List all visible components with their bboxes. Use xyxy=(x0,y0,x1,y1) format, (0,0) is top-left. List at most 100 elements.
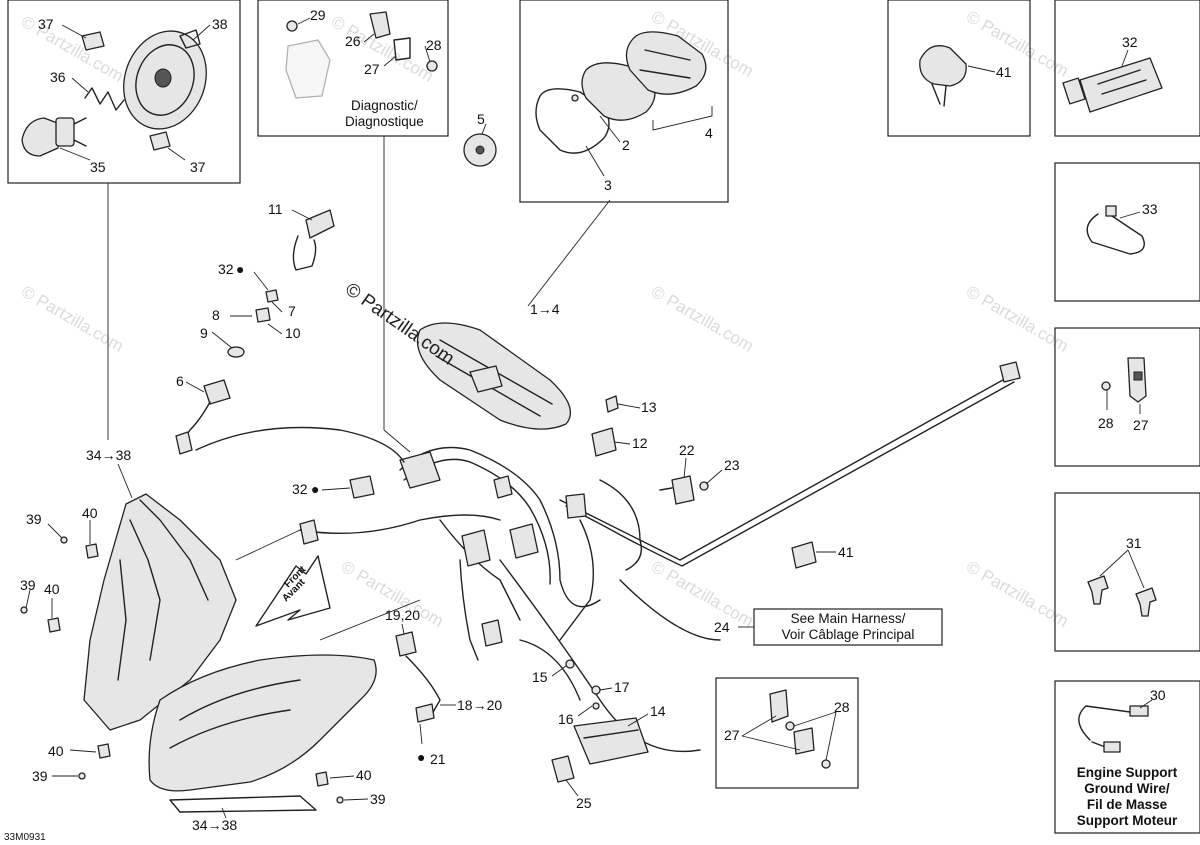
temperature-sensor xyxy=(659,475,709,505)
callout-8: 8 xyxy=(212,307,220,323)
callout-22: 22 xyxy=(679,442,695,458)
main-wiring-harness xyxy=(195,361,1021,753)
callout-16: 16 xyxy=(558,711,574,727)
callout-27: 27 xyxy=(1133,417,1149,433)
callout-2: 2 xyxy=(622,137,630,153)
grease-tube xyxy=(1062,57,1163,113)
support-bracket xyxy=(769,689,831,769)
harness-clip xyxy=(791,541,817,569)
callout-32: 32 xyxy=(218,261,234,277)
callout-10: 10 xyxy=(285,325,301,341)
oil-drop-icon: ● xyxy=(311,481,319,497)
diagnostic-note-line2: Diagnostique xyxy=(345,114,424,129)
callout-14: 14 xyxy=(650,703,666,719)
watermark: © Partzilla.com xyxy=(648,282,757,356)
callout-31: 31 xyxy=(1126,535,1142,551)
instrument-cluster xyxy=(416,322,571,430)
oil-drop-icon: ● xyxy=(417,749,425,765)
ground-wire-note-line3: Fil de Masse xyxy=(1087,797,1168,812)
ground-wire-note-line1: Engine Support xyxy=(1077,765,1178,780)
callout-27: 27 xyxy=(364,61,380,77)
bulb-spring-clip xyxy=(84,87,125,111)
callout-6: 6 xyxy=(176,373,184,389)
callout-7: 7 xyxy=(288,303,296,319)
diagnostic-note-line1: Diagnostic/ xyxy=(351,98,418,113)
callout-34-to-38: 34→38 xyxy=(192,817,237,833)
callout-12: 12 xyxy=(632,435,648,451)
voltage-regulator xyxy=(551,659,649,783)
callout-41: 41 xyxy=(838,544,854,560)
callout-5: 5 xyxy=(477,111,485,127)
callout-39: 39 xyxy=(370,791,386,807)
right-headlight-housing xyxy=(148,654,377,813)
headlight-reflector xyxy=(123,29,207,130)
left-headlight-housing xyxy=(83,493,237,731)
callout-17: 17 xyxy=(614,679,630,695)
clip-41-inset xyxy=(887,0,1031,137)
push-rivet-inset xyxy=(1054,492,1200,652)
oil-drop-icon: ● xyxy=(236,261,244,277)
callout-38: 38 xyxy=(212,16,228,32)
ground-wire-inset xyxy=(1054,680,1200,834)
callout-23: 23 xyxy=(724,457,740,473)
callout-27: 27 xyxy=(724,727,740,743)
ground-wire xyxy=(1078,705,1149,753)
callout-30: 30 xyxy=(1150,687,1166,703)
callout-1-to-4: 1→4 xyxy=(530,301,560,317)
callout-33: 33 xyxy=(1142,201,1158,217)
gauge-cluster-parts xyxy=(463,31,707,167)
callout-34-to-38: 34→38 xyxy=(86,447,131,463)
speed-sensor xyxy=(395,631,441,723)
callout-35: 35 xyxy=(90,159,106,175)
callout-40: 40 xyxy=(82,505,98,521)
bracket xyxy=(1101,357,1147,403)
main-harness-note-line1: See Main Harness/ xyxy=(791,611,906,626)
callout-32: 32 xyxy=(1122,34,1138,50)
callout-15: 15 xyxy=(532,669,548,685)
callout-41: 41 xyxy=(996,64,1012,80)
callout-28: 28 xyxy=(834,699,850,715)
headlight-bulb-inset xyxy=(7,0,241,184)
wire-clip xyxy=(919,45,967,107)
callout-21: 21 xyxy=(430,751,446,767)
mounting-hardware xyxy=(20,536,344,804)
support-bracket-inset xyxy=(715,677,859,789)
watermark: © Partzilla.com xyxy=(18,282,127,356)
callout-25: 25 xyxy=(576,795,592,811)
switch-assembly xyxy=(591,395,619,457)
callout-4: 4 xyxy=(705,125,713,141)
callout-13: 13 xyxy=(641,399,657,415)
bracket-inset xyxy=(1054,327,1200,467)
callout-36: 36 xyxy=(50,69,66,85)
callout-29: 29 xyxy=(310,7,326,23)
callout-26: 26 xyxy=(345,33,361,49)
ground-wire-note-line4: Support Moteur xyxy=(1077,813,1178,828)
main-harness-note-line2: Voir Câblage Principal xyxy=(782,627,915,642)
callout-19-20: 19,20 xyxy=(385,607,420,623)
tie-strap-inset xyxy=(1054,162,1200,302)
callout-3: 3 xyxy=(604,177,612,193)
callout-39: 39 xyxy=(20,577,36,593)
headlight-socket-assembly xyxy=(175,209,335,455)
push-rivets xyxy=(1087,575,1157,617)
callout-11: 11 xyxy=(268,201,283,217)
callout-24: 24 xyxy=(714,619,730,635)
watermark: © Partzilla.com xyxy=(18,12,127,86)
callout-18-to-20: 18→20 xyxy=(457,697,502,713)
callout-37: 37 xyxy=(190,159,206,175)
callout-39: 39 xyxy=(26,511,42,527)
diagnostic-connector xyxy=(285,11,438,99)
ground-wire-note-line2: Ground Wire/ xyxy=(1084,781,1170,796)
callout-9: 9 xyxy=(200,325,208,341)
rubber-grommet xyxy=(81,31,171,151)
callout-37: 37 xyxy=(38,16,54,32)
figure-code: 33M0931 xyxy=(4,832,46,843)
callout-40: 40 xyxy=(44,581,60,597)
callout-28: 28 xyxy=(1098,415,1114,431)
grease-tube-inset xyxy=(1054,0,1200,137)
tie-strap xyxy=(1086,205,1145,255)
front-arrow-icon: Front Avant xyxy=(255,555,331,627)
diagnostic-inset xyxy=(257,0,449,137)
callout-40: 40 xyxy=(48,743,64,759)
